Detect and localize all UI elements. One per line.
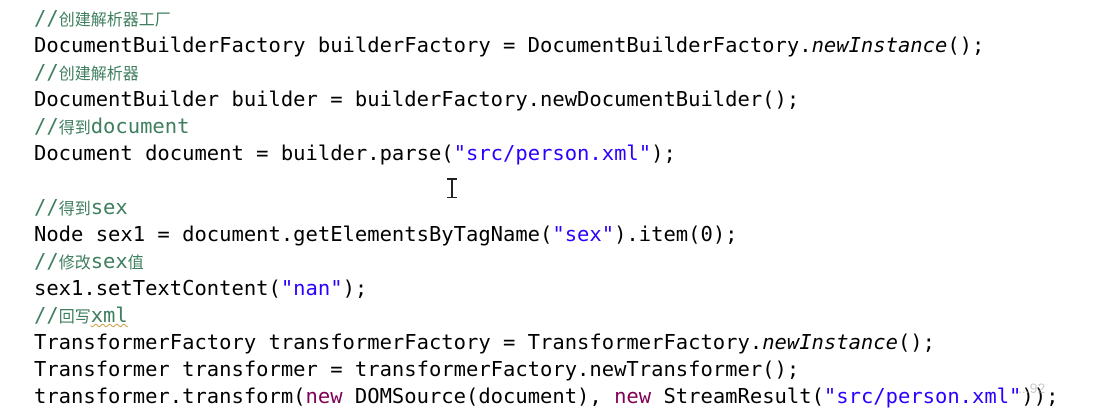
comment-write-back-xml: //回写xml bbox=[34, 303, 128, 327]
comment-get-sex: //得到sex bbox=[34, 195, 128, 219]
code-line-builder: DocumentBuilder builder = builderFactory… bbox=[34, 87, 800, 111]
code-line-set-text: sex1.setTextContent("nan"); bbox=[34, 276, 368, 300]
comment-create-factory: //创建解析器工厂 bbox=[34, 6, 171, 30]
code-line-parse: Document document = builder.parse("src/p… bbox=[34, 141, 676, 165]
code-line-factory: DocumentBuilderFactory builderFactory = … bbox=[34, 33, 985, 57]
text-cursor-icon bbox=[446, 178, 458, 198]
comment-modify-sex: //修改sex值 bbox=[34, 249, 144, 273]
comment-get-document: //得到document bbox=[34, 114, 190, 138]
comment-create-parser: //创建解析器 bbox=[34, 60, 139, 84]
watermark: ...92 bbox=[1018, 380, 1046, 396]
code-line-get-node: Node sex1 = document.getElementsByTagNam… bbox=[34, 222, 738, 246]
code-line-transformer: Transformer transformer = transformerFac… bbox=[34, 357, 800, 381]
code-line-transform: transformer.transform(new DOMSource(docu… bbox=[34, 384, 1059, 408]
code-line-transformer-factory: TransformerFactory transformerFactory = … bbox=[34, 330, 935, 354]
